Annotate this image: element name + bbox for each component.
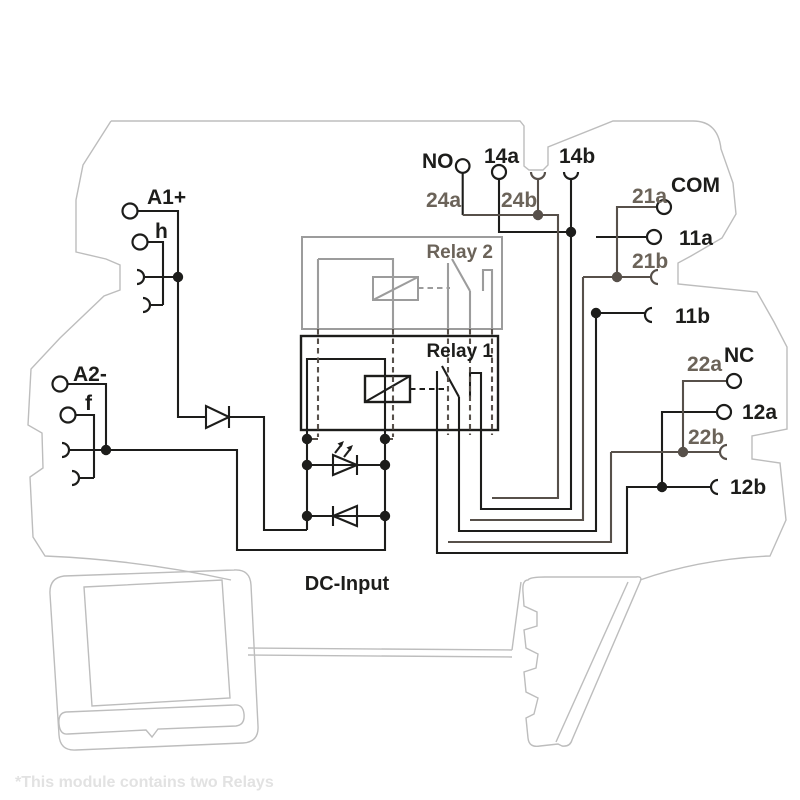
relay1-switch: [435, 365, 483, 430]
nc2-run: [448, 379, 727, 544]
a2-net: [67, 382, 387, 552]
terminal-a1-circle: [121, 202, 139, 220]
terminal-11a-circle: [645, 228, 663, 246]
relay1-coil-diagonal: [364, 375, 411, 403]
label-22a: 22a: [687, 353, 722, 376]
label-a1: A1+: [147, 186, 186, 209]
terminal-12b-cup: [709, 478, 719, 496]
input-diode-icon: [204, 404, 232, 430]
label-24a: 24a: [426, 189, 461, 212]
label-11a: 11a: [679, 227, 713, 250]
semiconductors: [204, 404, 360, 528]
led-arrow-1-head: [337, 441, 344, 447]
terminal-no-circle: [454, 158, 471, 174]
no2-run: [462, 179, 560, 500]
a1-net: [137, 209, 307, 532]
module-outline: [27, 120, 788, 751]
module-body-outline-left: [27, 120, 232, 581]
label-21a: 21a: [632, 185, 667, 208]
junction-led-right: [379, 459, 391, 471]
junction-coil-right: [379, 433, 391, 445]
terminal-21b-cup: [649, 268, 659, 286]
terminal-h-circle: [131, 233, 149, 251]
relay2-coil-feeds: [316, 257, 395, 329]
junction-a2: [100, 444, 112, 456]
module-body-outline: [111, 120, 788, 581]
junction-24: [532, 209, 544, 221]
led-arrow-2-head: [346, 445, 353, 451]
terminal-14a-circle: [490, 163, 508, 181]
din-foot-left-slot: [58, 704, 245, 739]
relay2-switch: [446, 258, 494, 329]
terminal-h2-cup: [136, 268, 146, 286]
led-icon: [331, 453, 360, 477]
relay2-group: [301, 236, 503, 330]
label-nc: NC: [724, 344, 754, 367]
terminal-11b-cup: [643, 306, 653, 324]
junction-led-left: [301, 459, 313, 471]
relay2-dashed-pins: [316, 329, 494, 437]
relay1-box: [299, 334, 500, 432]
junction-a1: [172, 271, 184, 283]
freewheel-diode-icon: [330, 504, 359, 528]
junction-22: [677, 446, 689, 458]
terminal-12a-circle: [715, 403, 733, 421]
terminal-f-circle: [59, 406, 77, 424]
junction-dots: [100, 209, 689, 522]
terminal-com-circle: [655, 198, 673, 216]
label-dc-input: DC-Input: [305, 573, 390, 595]
relay1-coil-feed: [305, 357, 387, 530]
junction-12: [656, 481, 668, 493]
din-foot-right: [522, 576, 642, 748]
nc1-run: [435, 410, 717, 555]
black-wires: [67, 173, 717, 555]
terminal-f3-cup: [71, 469, 81, 487]
relay2-coil-diagonal: [372, 276, 419, 301]
terminal-a2-circle: [51, 375, 69, 393]
labels: NO 14a 14b 24a 24b COM 21a 11a 21b 11b N…: [15, 145, 777, 791]
relay1-group: [299, 334, 500, 530]
com1-run: [457, 235, 647, 533]
junction-21: [611, 271, 623, 283]
terminal-22a-circle: [725, 372, 743, 390]
no1-run: [479, 179, 573, 511]
terminal-14b-cup: [562, 171, 580, 181]
junction-11: [590, 307, 602, 319]
footnote-text: *This module contains two Relays: [15, 774, 274, 791]
junction-14: [565, 226, 577, 238]
label-14b: 14b: [559, 145, 595, 168]
din-foot-left: [49, 569, 259, 751]
junction-diode-left: [301, 510, 313, 522]
label-14a: 14a: [484, 145, 519, 168]
label-h: h: [155, 220, 168, 243]
label-24b: 24b: [501, 189, 537, 212]
terminal-h3-cup: [142, 296, 152, 314]
din-foot-left-inner: [83, 579, 231, 707]
label-12a: 12a: [742, 401, 777, 424]
terminal-24b-cup: [529, 171, 547, 181]
label-relay2: Relay 2: [426, 242, 493, 263]
label-no: NO: [422, 150, 454, 173]
relay2-box: [301, 236, 503, 330]
gray-wires: [448, 179, 727, 544]
label-21b: 21b: [632, 250, 668, 273]
din-rail-line: [247, 581, 522, 658]
label-12b: 12b: [730, 476, 766, 499]
label-f: f: [85, 392, 93, 415]
terminal-22b-cup: [718, 443, 728, 461]
label-a2: A2-: [73, 363, 107, 386]
label-11b: 11b: [675, 305, 710, 328]
junction-diode-right: [379, 510, 391, 522]
label-22b: 22b: [688, 426, 724, 449]
label-com: COM: [671, 174, 720, 197]
junction-coil-left: [301, 433, 313, 445]
terminal-f2-cup: [61, 441, 71, 459]
din-foot-right-inner: [555, 581, 629, 743]
label-relay1: Relay 1: [426, 341, 493, 362]
terminal-circles: [51, 158, 743, 424]
terminal-cups: [61, 171, 728, 496]
